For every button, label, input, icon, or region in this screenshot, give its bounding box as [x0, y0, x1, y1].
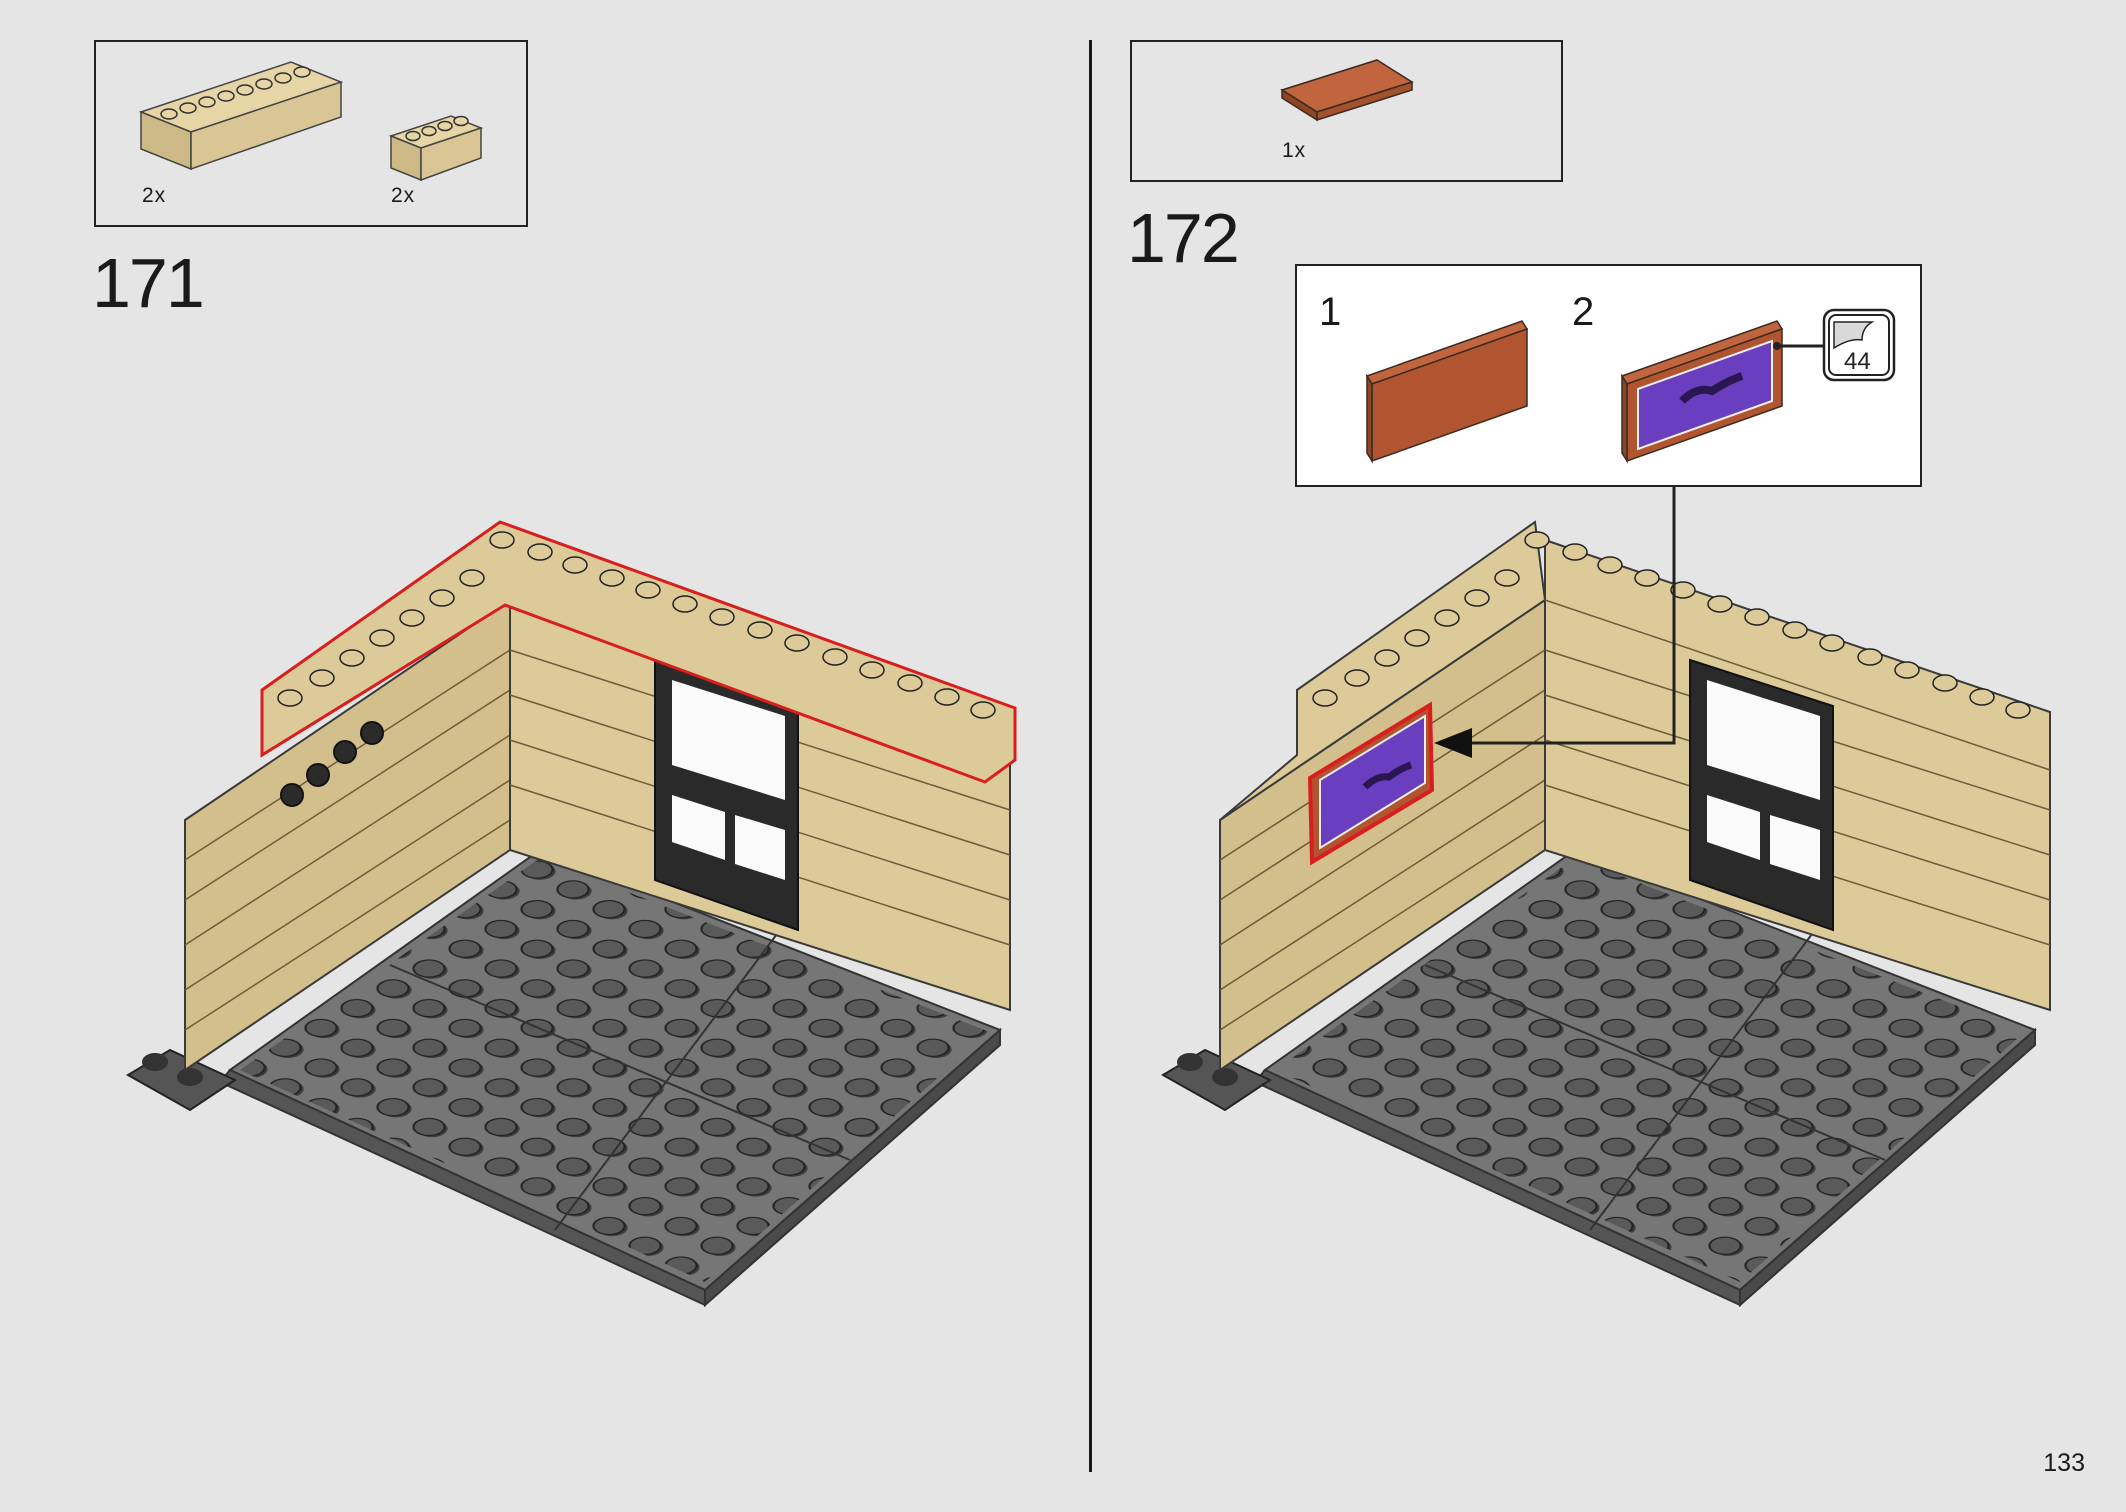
part-qty-1x4: 2x: [391, 184, 416, 207]
substep-1-tile-image: [1365, 320, 1529, 464]
step-number-171: 171: [92, 244, 205, 322]
tan-brick-1x4-image: [388, 115, 484, 182]
page-number: 133: [2043, 1449, 2085, 1477]
step-number-172: 172: [1127, 199, 1240, 277]
step-172-model-image: [1161, 487, 2051, 1308]
sticker-number: 44: [1844, 348, 1871, 375]
part-qty-tile: 1x: [1282, 139, 1307, 162]
step-171-model-image: [126, 520, 1017, 1308]
substep-2-tile-with-sticker-image: [1620, 320, 1784, 464]
substep-callout: 1 2 44: [1295, 264, 1922, 487]
page-divider: [1089, 40, 1092, 1472]
reddish-brown-tile-image: [1280, 59, 1414, 122]
tan-brick-1x8-image: [138, 61, 344, 171]
substep-label-1: 1: [1319, 290, 1342, 334]
sticker-reference-icon: 44: [1822, 308, 1896, 382]
parts-callout-171: 2x 2x: [94, 40, 528, 227]
part-qty-1x8: 2x: [142, 184, 167, 207]
parts-callout-172: 1x: [1130, 40, 1563, 182]
substep-label-2: 2: [1572, 290, 1595, 334]
